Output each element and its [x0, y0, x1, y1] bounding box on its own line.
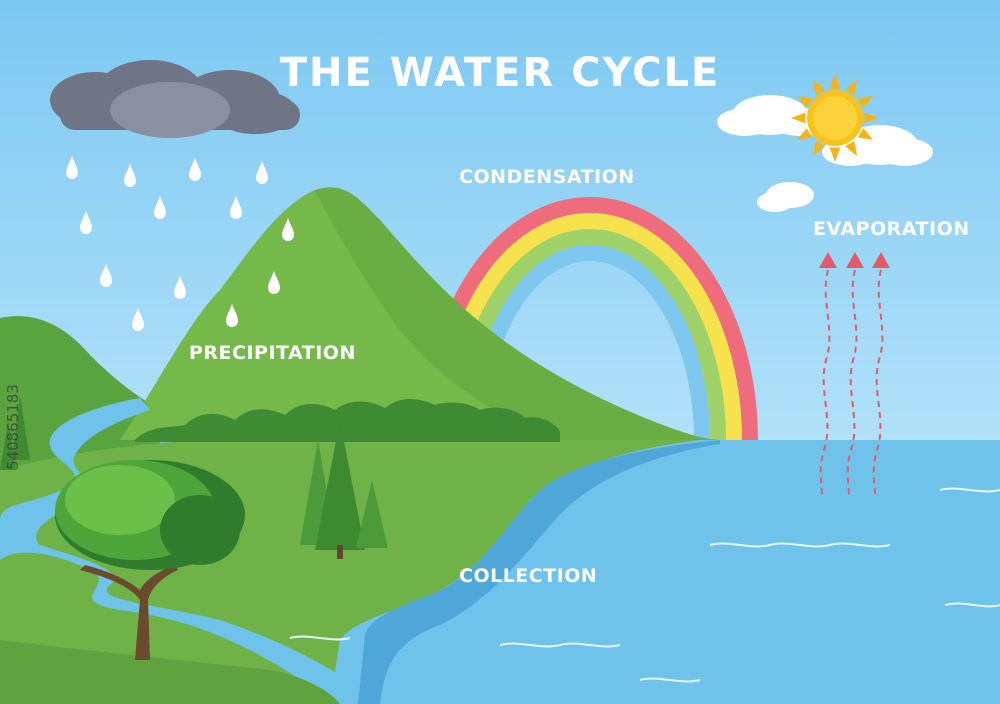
precipitation-label: PRECIPITATION: [189, 342, 356, 364]
raindrops: [66, 156, 294, 331]
sun-ray: [845, 140, 857, 157]
water-waves: [289, 487, 1000, 683]
raindrop: [268, 271, 280, 294]
forest-line: [135, 399, 560, 442]
raindrop: [100, 264, 112, 287]
sun-ray: [857, 128, 874, 140]
sun-rays: [791, 74, 879, 162]
collection-label: COLLECTION: [459, 565, 598, 587]
shore: [358, 440, 720, 704]
pine-trees: [300, 420, 388, 559]
raindrop: [256, 161, 268, 184]
raindrop: [189, 158, 201, 181]
sun-ray: [864, 112, 879, 124]
sun: [791, 74, 879, 162]
sun-ray: [813, 79, 825, 96]
watermark-id: 540865183: [4, 384, 22, 470]
diagram-title: THE WATER CYCLE: [279, 50, 721, 96]
raindrop: [226, 304, 238, 327]
raindrop: [132, 308, 144, 331]
sun-ray: [829, 147, 841, 162]
sun-ray: [791, 112, 806, 124]
sun-ray: [857, 96, 874, 108]
evaporation-arrows: [819, 252, 890, 496]
raindrop: [282, 218, 294, 241]
sun-ray: [813, 140, 825, 157]
raindrop: [230, 196, 242, 219]
raindrop: [154, 196, 166, 219]
raindrop: [80, 211, 92, 234]
evaporation-label: EVAPORATION: [813, 218, 970, 240]
rain-cloud: [50, 60, 300, 138]
big-tree: [55, 460, 245, 660]
raindrop: [174, 276, 186, 299]
sun-ray: [796, 128, 813, 140]
sun-ray: [829, 74, 841, 89]
sun-ray: [796, 96, 813, 108]
sun-ray: [845, 79, 857, 96]
condensation-label: CONDENSATION: [459, 166, 635, 188]
raindrop: [66, 156, 78, 179]
left-pines: [0, 395, 30, 470]
raindrop: [124, 164, 136, 187]
